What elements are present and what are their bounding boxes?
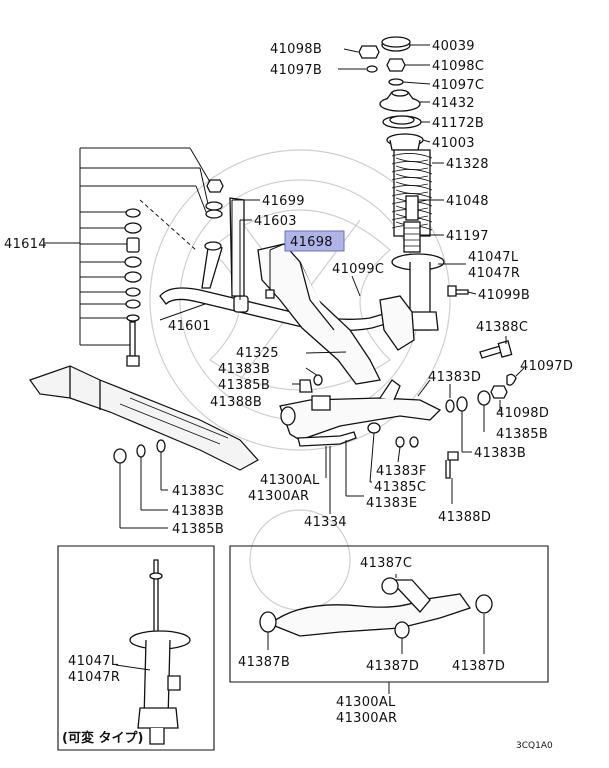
label-41432: 41432 [432, 96, 475, 111]
label-41387b: 41387B [238, 655, 290, 670]
diagram-code: 3CQ1A0 [516, 741, 553, 751]
label-41383b-right: 41383B [474, 446, 526, 461]
bush-41385b-left [113, 448, 127, 464]
label-41047l: 41047L [468, 250, 519, 265]
strut-rod [153, 559, 159, 641]
highlight-41698 [284, 230, 345, 252]
label-arm-41300al: 41300AL [336, 695, 396, 710]
label-41387c: 41387C [360, 556, 412, 571]
washer-41097b [366, 65, 378, 73]
bush-41385b-right [477, 390, 491, 406]
label-41388b: 41388B [210, 395, 262, 410]
label-41098d: 41098D [496, 406, 549, 421]
label-41385b-left: 41385B [172, 522, 224, 537]
label-41383e: 41383E [366, 496, 417, 511]
bush-41385c [367, 422, 381, 434]
lower-arm-41300 [279, 374, 459, 479]
boot-41197 [403, 221, 421, 253]
bolt-41334 [297, 431, 357, 447]
bolt-41388b [311, 395, 331, 411]
label-41334: 41334 [304, 515, 347, 530]
nut-41098d [490, 385, 508, 399]
bolt-41099b [447, 285, 469, 297]
strut-mount-parts [358, 36, 517, 413]
label-41614: 41614 [4, 237, 47, 252]
inset-arm-panel [229, 545, 549, 694]
washer-41383f [409, 436, 419, 448]
leader-bracket-41614 [44, 147, 211, 346]
label-arm-41300ar: 41300AR [336, 711, 397, 726]
label-41172b: 41172B [432, 116, 484, 131]
bolt-41388c [479, 345, 503, 359]
suspension-member [29, 365, 259, 471]
label-41385c: 41385C [374, 480, 426, 495]
leader-lines-lower [325, 379, 453, 514]
label-41385b-right: 41385B [496, 427, 548, 442]
label-inset-41047l: 41047L [68, 654, 119, 669]
label-41197: 41197 [446, 229, 489, 244]
label-41097b: 41097B [270, 63, 322, 78]
label-41097d: 41097D [520, 359, 573, 374]
label-41698: 41698 [290, 235, 333, 250]
label-41300ar: 41300AR [248, 489, 309, 504]
leader-lines-right [338, 44, 525, 453]
nut-41098b [358, 45, 380, 59]
part-labels: 40039 41098B 41098C 41097B 41097C 41432 … [4, 39, 573, 751]
washer-41097c [388, 78, 404, 86]
label-inset-41047r: 41047R [68, 670, 120, 685]
washer-41097d [506, 373, 517, 386]
label-41098b: 41098B [270, 42, 322, 57]
bump-stop-41048 [405, 195, 419, 221]
label-41387d-b: 41387D [452, 659, 505, 674]
bolt-41388d [445, 451, 459, 479]
nut-41098c [386, 58, 406, 72]
label-41097c: 41097C [432, 78, 484, 93]
label-41383f: 41383F [376, 464, 427, 479]
label-41385b-mid: 41385B [218, 378, 270, 393]
label-variable-type: (可変 タイプ) [62, 730, 143, 746]
washer-41383c [156, 439, 166, 453]
upper-arm [268, 593, 472, 637]
label-41699: 41699 [262, 194, 305, 209]
label-41601: 41601 [168, 319, 211, 334]
label-41099b: 41099B [478, 288, 530, 303]
label-41048: 41048 [446, 194, 489, 209]
mount-41432 [379, 96, 421, 112]
label-41047r: 41047R [468, 266, 520, 281]
label-41383d: 41383D [428, 370, 481, 385]
label-41383c: 41383C [172, 484, 224, 499]
washer-41383b-left [136, 444, 146, 458]
label-41098c: 41098C [432, 59, 484, 74]
left-bushings [113, 439, 168, 529]
label-41603: 41603 [254, 214, 297, 229]
label-41388d: 41388D [438, 510, 491, 525]
label-40039: 40039 [432, 39, 475, 54]
label-41387d-a: 41387D [366, 659, 419, 674]
label-41003: 41003 [432, 136, 475, 151]
inset-strut-panel [57, 545, 215, 751]
label-41383b-mid: 41383B [218, 362, 270, 377]
label-41099c: 41099C [332, 262, 384, 277]
label-41325: 41325 [236, 346, 279, 361]
label-41300al: 41300AL [260, 473, 320, 488]
washer-41383b-right [456, 396, 468, 412]
label-41383b-left: 41383B [172, 504, 224, 519]
label-41328: 41328 [446, 157, 489, 172]
label-41388c: 41388C [476, 320, 528, 335]
stabilizer-link-parts [124, 179, 224, 367]
